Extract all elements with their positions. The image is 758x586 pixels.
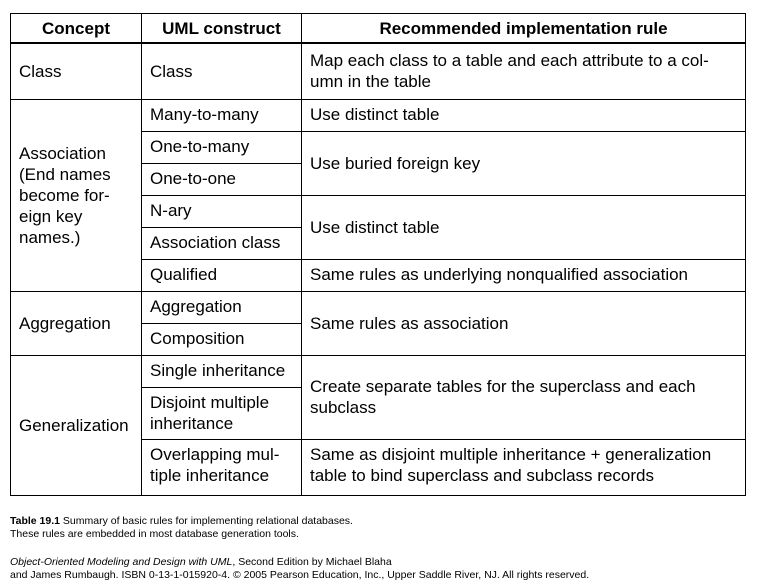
concept-aggregation: Aggregation bbox=[10, 290, 142, 356]
rule-many-to-many: Use distinct table bbox=[301, 98, 746, 132]
concept-association: Association (End names become for-eign k… bbox=[10, 98, 142, 292]
construct-one-to-many: One-to-many bbox=[141, 130, 302, 164]
caption-label: Table 19.1 bbox=[10, 515, 60, 527]
header-implementation-rule: Recommended implementation rule bbox=[301, 13, 746, 44]
table-row: Association (End names become for-eign k… bbox=[10, 98, 746, 292]
concept-class: Class bbox=[10, 42, 142, 100]
header-row: Concept UML construct Recommended implem… bbox=[10, 13, 746, 44]
rules-table: Concept UML construct Recommended implem… bbox=[10, 13, 746, 496]
table-row: Qualified Same rules as underlying nonqu… bbox=[11, 258, 746, 292]
rule-qualified: Same rules as underlying nonqualified as… bbox=[301, 258, 746, 292]
table-row: N-ary Use distinct table bbox=[11, 194, 746, 260]
table-row: Composition bbox=[11, 322, 746, 356]
construct-disjoint-multiple-inheritance: Disjoint multiple inheritance bbox=[141, 386, 302, 440]
book-credits: Object-Oriented Modeling and Design with… bbox=[10, 556, 750, 582]
construct-overlapping-multiple-inheritance: Overlapping mul-tiple inheritance bbox=[141, 438, 302, 496]
construct-single-inheritance: Single inheritance bbox=[141, 354, 302, 388]
concept-generalization: Generalization bbox=[10, 354, 142, 496]
rule-class: Map each class to a table and each attri… bbox=[301, 42, 746, 100]
credits-line-1: Object-Oriented Modeling and Design with… bbox=[10, 556, 750, 569]
table-row: One-to-many Use buried foreign key bbox=[11, 130, 746, 196]
caption-text: Summary of basic rules for implementing … bbox=[62, 515, 353, 527]
table-row: Overlapping mul-tiple inheritance Same a… bbox=[11, 438, 746, 496]
rule-distinct-table: Use distinct table bbox=[301, 194, 746, 260]
book-title: Object-Oriented Modeling and Design with… bbox=[10, 556, 233, 568]
caption-line-2: These rules are embedded in most databas… bbox=[10, 527, 299, 540]
table-row: Class Class Map each class to a table an… bbox=[10, 42, 746, 100]
table-caption: Table 19.1 Summary of basic rules for im… bbox=[10, 515, 750, 540]
credits-authors: , Second Edition by Michael Blaha bbox=[232, 556, 392, 568]
rule-separate-tables: Create separate tables for the superclas… bbox=[301, 354, 746, 440]
table-row: Aggregation Aggregation Same rules as as… bbox=[10, 290, 746, 356]
header-uml-construct: UML construct bbox=[141, 13, 302, 44]
caption-line-1: Table 19.1 Summary of basic rules for im… bbox=[10, 515, 750, 528]
rule-buried-foreign-key: Use buried foreign key bbox=[301, 130, 746, 196]
rule-aggregation: Same rules as association bbox=[301, 290, 746, 356]
credits-line-2: and James Rumbaugh. ISBN 0-13-1-015920-4… bbox=[10, 569, 590, 581]
construct-association-class: Association class bbox=[141, 226, 302, 260]
construct-class: Class bbox=[141, 42, 302, 100]
construct-composition: Composition bbox=[141, 322, 302, 356]
table-row: Association class bbox=[11, 226, 746, 260]
construct-one-to-one: One-to-one bbox=[141, 162, 302, 196]
construct-qualified: Qualified bbox=[141, 258, 302, 292]
construct-aggregation: Aggregation bbox=[141, 290, 302, 324]
table-row: Disjoint multiple inheritance bbox=[11, 386, 746, 440]
construct-n-ary: N-ary bbox=[141, 194, 302, 228]
header-concept: Concept bbox=[10, 13, 142, 44]
construct-many-to-many: Many-to-many bbox=[141, 98, 302, 132]
rule-overlapping: Same as disjoint multiple inheritance + … bbox=[301, 438, 746, 496]
table-row: Generalization Single inheritance Create… bbox=[10, 354, 746, 496]
